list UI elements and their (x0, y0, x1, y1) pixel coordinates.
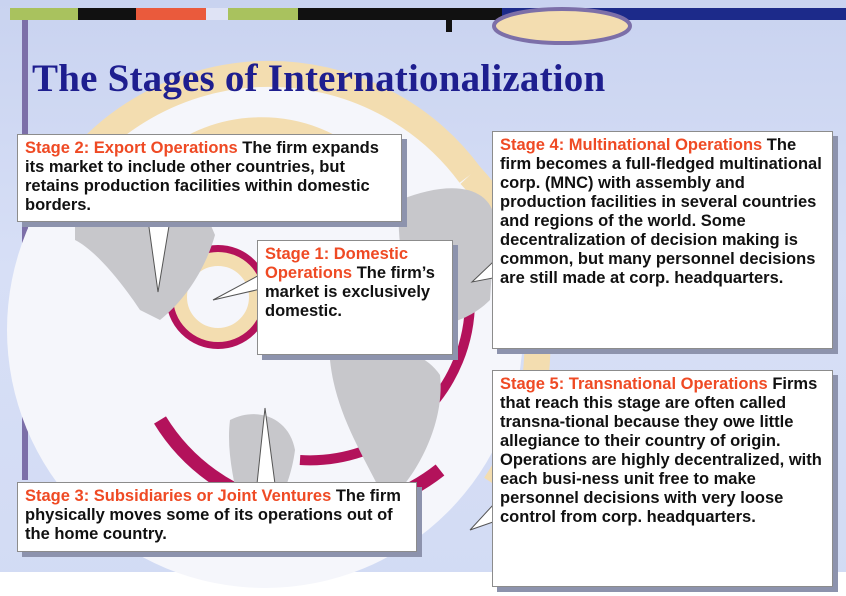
stage-2-text: The firm expands its market to include o… (25, 139, 379, 214)
stage-2-label: Stage 2: Export Operations (25, 139, 238, 157)
stage-1-callout: Stage 1: Domestic Operations The firm’s … (257, 240, 453, 355)
stage-5-label: Stage 5: Transnational Operations (500, 375, 768, 393)
stage-4-text: The firm becomes a full-fledged multinat… (500, 136, 822, 287)
top-bar-black-4 (446, 8, 452, 32)
stage-2-callout: Stage 2: Export Operations The firm expa… (17, 134, 402, 222)
stage-1-label: Stage 1: Domestic Operations (265, 245, 409, 282)
stage-3-label: Stage 3: Subsidiaries or Joint Ventures (25, 487, 332, 505)
stage-4-label: Stage 4: Multinational Operations (500, 136, 763, 154)
top-bar-black-3 (452, 8, 502, 20)
top-bar-black-2 (298, 8, 446, 20)
stage-3-callout: Stage 3: Subsidiaries or Joint Ventures … (17, 482, 417, 552)
stage-5-callout: Stage 5: Transnational Operations Firms … (492, 370, 833, 587)
stage-1-text: The firm’s market is exclusively domesti… (265, 264, 435, 320)
stage-5-text: Firms that reach this stage are often ca… (500, 375, 822, 526)
africa-shape (330, 348, 441, 495)
top-bar-light (206, 8, 228, 20)
top-bar-red (136, 8, 206, 20)
top-bar-black-1 (78, 8, 136, 20)
top-bar-green-2 (228, 8, 298, 20)
stage-3-text: The firm physically moves some of its op… (25, 487, 401, 543)
top-bar-green-1 (10, 8, 78, 20)
slide-title: The Stages of Internationalization (32, 57, 606, 100)
top-oval (492, 7, 632, 45)
stage-4-callout: Stage 4: Multinational Operations The fi… (492, 131, 833, 349)
stage5-pointer (469, 503, 494, 531)
